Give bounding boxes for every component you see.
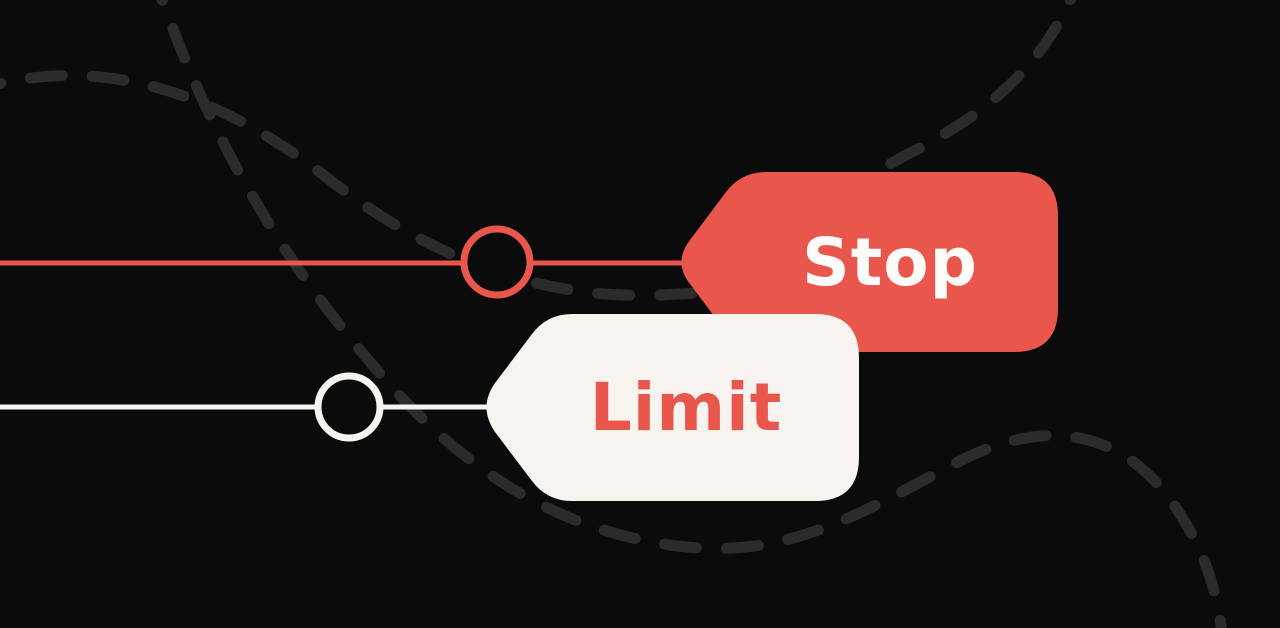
stop-tag-label: Stop: [802, 223, 978, 301]
limit-tag-shape: [486, 314, 859, 501]
stop-marker-circle-icon: [460, 225, 534, 299]
limit-tag-label: Limit: [589, 369, 783, 446]
dashed-curve-diagonal: [156, 0, 1227, 628]
stop-tag-shape: [681, 172, 1058, 352]
limit-marker-circle-icon: [314, 372, 384, 442]
